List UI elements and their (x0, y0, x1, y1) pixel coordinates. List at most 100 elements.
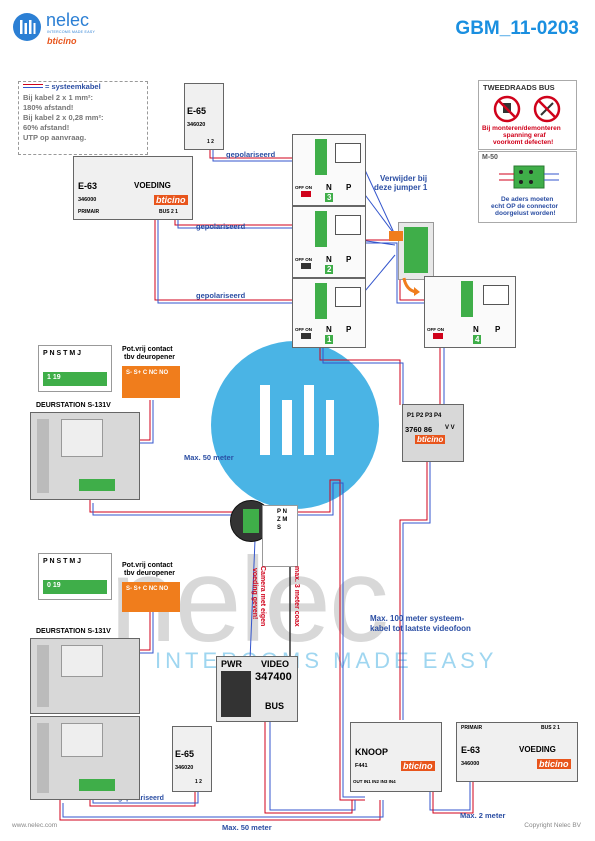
max-100-label-1: Max. 100 meter systeem- (370, 614, 465, 623)
monitor-p-label: P (346, 325, 352, 334)
cam-pwr: PWR (221, 659, 242, 669)
brand-tagline: INTERCOMS MADE EASY (47, 30, 96, 34)
legend-line2: 180% afstand! (23, 103, 74, 112)
monitor-4: OFF ON N P 4 (424, 276, 516, 348)
jumper-note-2: deze jumper 1 (374, 183, 428, 192)
warning-bus-text2: spanning eraf (503, 132, 546, 139)
monitor-screen-icon (335, 143, 361, 163)
e63-brand: bticino (537, 759, 571, 769)
max-100-label-2: kabel tot laatste videofoon (370, 624, 471, 633)
knoop-code: F441 (355, 763, 368, 769)
camera-note-2: voeding geven! (251, 568, 258, 620)
max-50-bottom-label: Max. 50 meter (222, 823, 272, 832)
cam-video: VIDEO (261, 659, 290, 669)
no-wire-icon (533, 95, 561, 123)
monitor-n-label: N (473, 325, 479, 334)
dip-letters: P N S T M J (43, 558, 81, 565)
coax-note-text: max. 3 meter coax (293, 566, 300, 627)
e63-code: 346000 (78, 197, 97, 203)
warning-m50-box: M-50 De aders moeten echt OP de connecto… (478, 151, 577, 223)
no-plug-icon (493, 95, 521, 123)
camera-note-1: Camera met eigen (259, 566, 266, 627)
e63-name: E-63 (78, 181, 98, 191)
e65-code: 346020 (175, 765, 194, 771)
gepolariseerd-label-4: gepolariseerd (118, 795, 164, 802)
warning-bus-text1: Bij monteren/demonteren (482, 125, 561, 132)
monitor-terminal (315, 211, 327, 247)
e63-prim: PRIMAIR (461, 725, 483, 731)
e65-module-top: E-65 346020 1 2 (184, 83, 224, 150)
jumper-arrow-icon (402, 277, 420, 296)
relay-contact-bottom: S- S+ C NC NO (122, 582, 180, 612)
jumper-note-1: Verwijder bij (380, 174, 428, 183)
monitor-switch-toggle[interactable] (433, 333, 443, 339)
doorstation-top (30, 412, 140, 500)
e65-terminal: 1 2 (207, 139, 214, 145)
monitor-number: 1 (325, 335, 334, 344)
legend-wire-red (23, 84, 43, 85)
relay-contact-top: S- S+ C NC NO (122, 366, 180, 398)
warning-m50-text3: doorgelust worden! (495, 210, 556, 217)
e63-brand: bticino (154, 195, 188, 205)
pot-contact-1: Pot.vrij contact (122, 346, 173, 353)
pot-contact-1: Pot.vrij contact (122, 562, 173, 569)
monitor-n-label: N (326, 183, 332, 192)
legend-box: = systeemkabel Bij kabel 2 x 1 mm²: 180%… (18, 81, 148, 155)
footer-url[interactable]: www.nelec.com (12, 822, 58, 829)
warning-m50-label: M-50 (482, 154, 498, 161)
legend-line4: 60% afstand! (23, 123, 70, 132)
e65-name: E-65 (187, 106, 207, 116)
warning-bus-text3: voorkomt defecten! (493, 139, 554, 146)
monitor-p-label: P (346, 255, 352, 264)
relay-terms: S- S+ C NC NO (126, 370, 169, 376)
interface-vv: V V (445, 425, 455, 431)
monitor-switch: OFF ON (295, 257, 312, 262)
interface-code: 3760 86 (405, 425, 433, 434)
monitor-number: 2 (325, 265, 334, 274)
doorstation-bottom-1 (30, 638, 140, 714)
warning-bus-title: TWEEDRAADS BUS (483, 83, 555, 92)
warning-bus-box: TWEEDRAADS BUS Bij monteren/demonteren s… (478, 80, 577, 150)
watermark-logo (211, 341, 379, 509)
cam-bus: BUS (265, 701, 285, 711)
knoop-module: KNOOP F441 bticino OUT IN1 IN2 IN3 IN4 (350, 722, 442, 792)
legend-title: = systeemkabel (45, 82, 101, 91)
monitor-terminal (461, 281, 473, 317)
coax-note-2: Camera met eigen voeding geven! (250, 566, 276, 646)
partner-brand: bticino (47, 36, 77, 46)
doorstation-bottom-2 (30, 716, 140, 800)
monitor-n-label: N (326, 325, 332, 334)
e63-name: E-63 (461, 745, 481, 755)
warning-m50-text2: echt OP de connector (491, 203, 559, 210)
monitor-switch-toggle[interactable] (301, 263, 311, 269)
monitor-screen-icon (483, 285, 509, 305)
dip-switch-bottom[interactable]: P N S T M J 0 19 (38, 553, 112, 600)
monitor-number: 4 (473, 335, 482, 344)
jumper-detail (389, 222, 434, 280)
e63-module-top: E-63 VOEDING 346000 bticino PRIMAIR BUS … (73, 156, 193, 220)
monitor-switch-toggle[interactable] (301, 191, 311, 197)
dip-switch-top[interactable]: P N S T M J 1 19 (38, 345, 112, 392)
gepolariseerd-label-1: gepolariseerd (226, 150, 276, 159)
monitor-2: OFF ON N P 2 (292, 206, 366, 278)
camera-module-terminal: P N Z M S (262, 505, 298, 567)
monitor-p-label: P (346, 183, 352, 192)
legend-line5: UTP op aanvraag. (23, 133, 87, 142)
e63-label: VOEDING (519, 745, 556, 754)
logo: nelec INTERCOMS MADE EASY bticino (12, 10, 112, 46)
e65-module-bottom: E-65 346020 1 2 (172, 726, 212, 792)
brand-name: nelec (46, 10, 90, 30)
doorstation-label-bottom: DEURSTATION S-131V (36, 628, 111, 635)
relay-terms: S- S+ C NC NO (126, 586, 169, 592)
cam-letters: P N Z M S (277, 509, 288, 531)
e63-code: 346000 (461, 761, 480, 767)
monitor-p-label: P (495, 325, 501, 334)
monitor-switch-toggle[interactable] (301, 333, 311, 339)
monitor-terminal (315, 283, 327, 319)
gepolariseerd-label-3: gepolariseerd (196, 291, 246, 300)
monitor-terminal (315, 139, 327, 175)
monitor-screen-icon (335, 215, 361, 235)
monitor-switch: OFF ON (295, 327, 312, 332)
knoop-name: KNOOP (355, 747, 389, 757)
camera-module: PWR VIDEO 347400 BUS (216, 656, 298, 722)
